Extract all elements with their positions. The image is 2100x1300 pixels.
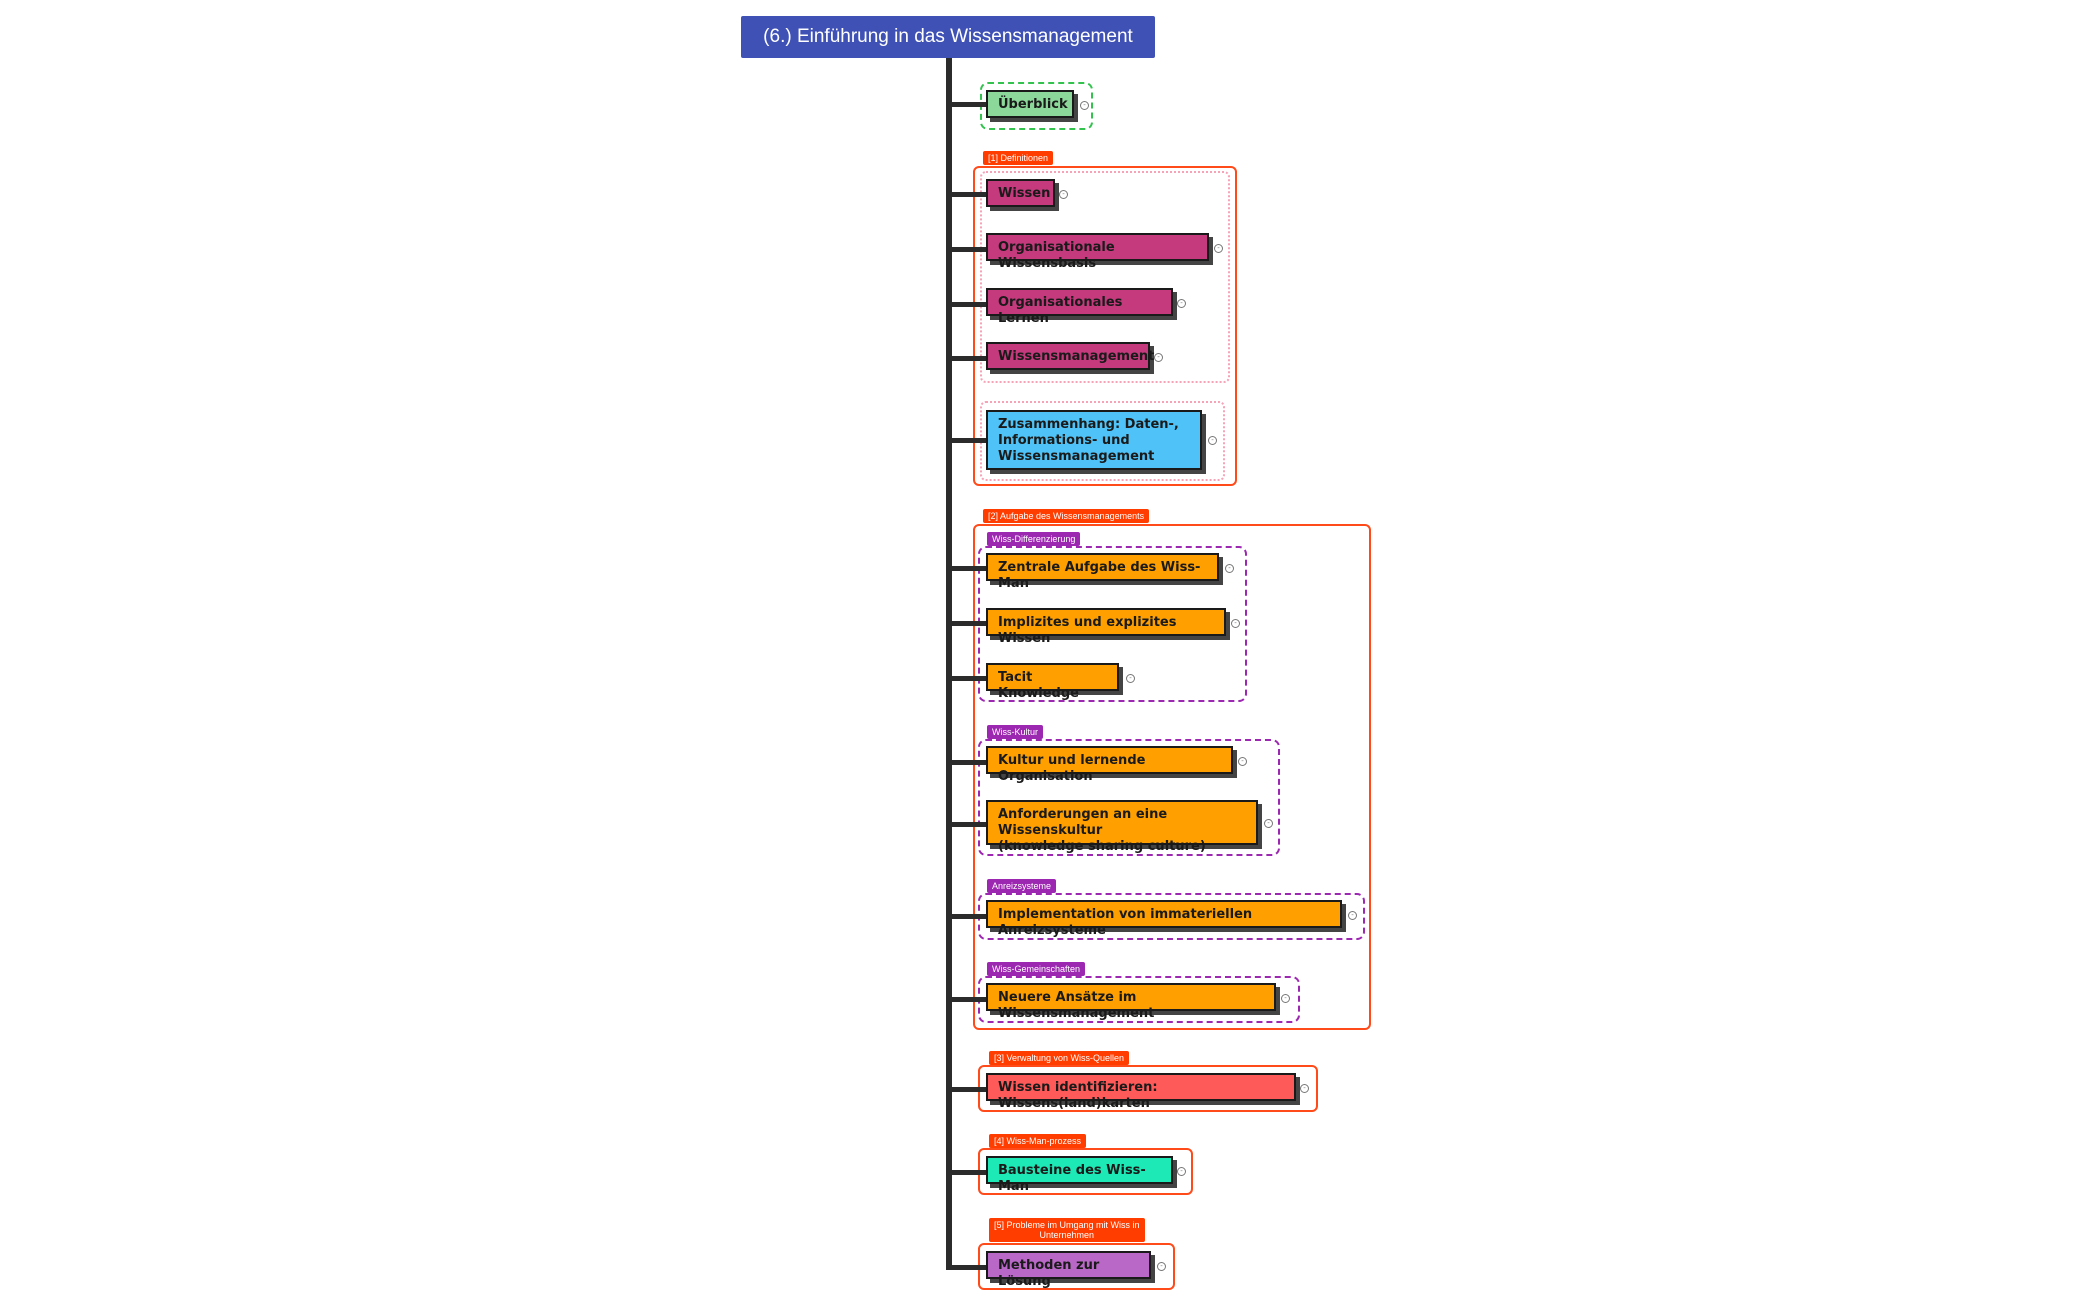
branch-connector	[950, 822, 986, 827]
group-boundary-definitionen	[973, 166, 1237, 486]
subgroup-boundary-definitions	[980, 171, 1230, 383]
collapse-icon[interactable]: -	[1214, 244, 1223, 253]
node-label: Überblick	[998, 97, 1068, 112]
group-tag-probleme: [5] Probleme im Umgang mit Wiss in Unter…	[989, 1218, 1145, 1242]
node-label: Neuere Ansätze im Wissensmanagement	[998, 990, 1155, 1021]
node-label: Zentrale Aufgabe des Wiss-Man	[998, 560, 1201, 591]
node-label: Wissen identifizieren: Wissens(land)kart…	[998, 1080, 1158, 1111]
node-implizit[interactable]: Implizites und explizites Wissen	[986, 608, 1226, 646]
node-methoden[interactable]: Methoden zur Lösung	[986, 1251, 1151, 1289]
subgroup-tag-anreiz: Anreizsysteme	[987, 879, 1057, 893]
node-label: Implementation von immateriellen Anreizs…	[998, 907, 1253, 938]
node-label-line: (knowledge sharing culture)	[998, 839, 1206, 854]
node-label: Methoden zur Lösung	[998, 1258, 1100, 1289]
group-tag-prozess: [4] Wiss-Man-prozess	[989, 1134, 1087, 1148]
collapse-icon[interactable]: -	[1080, 101, 1089, 110]
collapse-icon[interactable]: -	[1225, 564, 1234, 573]
node-label: Bausteine des Wiss-Man	[998, 1163, 1146, 1194]
branch-connector	[950, 1265, 986, 1270]
collapse-icon[interactable]: -	[1281, 994, 1290, 1003]
node-org-lernen[interactable]: Organisationales Lernen	[986, 288, 1173, 326]
collapse-icon[interactable]: -	[1157, 1262, 1166, 1271]
group-tag-aufgabe: [2] Aufgabe des Wissensmanagements	[983, 509, 1150, 523]
branch-connector	[950, 914, 986, 919]
subgroup-boundary-kultur	[978, 739, 1280, 856]
root-topic[interactable]: (6.) Einführung in das Wissensmanagement	[741, 16, 1155, 58]
subgroup-tag-gemeinschaften: Wiss-Gemeinschaften	[987, 962, 1086, 976]
collapse-icon[interactable]: -	[1238, 757, 1247, 766]
branch-connector	[950, 356, 986, 361]
node-tacit[interactable]: Tacit Knowledge	[986, 663, 1119, 701]
branch-connector	[950, 247, 986, 252]
node-zusammenhang[interactable]: Zusammenhang: Daten-, Informations- und …	[986, 410, 1202, 470]
branch-connector	[950, 438, 986, 443]
node-label: Organisationales Lernen	[998, 295, 1123, 326]
trunk-connector	[946, 58, 952, 1270]
collapse-icon[interactable]: -	[1348, 911, 1357, 920]
node-anreiz[interactable]: Implementation von immateriellen Anreizs…	[986, 900, 1342, 938]
collapse-icon[interactable]: -	[1177, 1167, 1186, 1176]
node-kultur[interactable]: Kultur und lernende Organisation	[986, 746, 1233, 784]
node-zentrale-aufgabe[interactable]: Zentrale Aufgabe des Wiss-Man	[986, 553, 1219, 591]
branch-connector	[950, 621, 986, 626]
node-wissensmanagement[interactable]: Wissensmanagement	[986, 342, 1154, 370]
group-tag-line: [5] Probleme im Umgang mit Wiss in	[994, 1220, 1140, 1230]
group-tag-line: Unternehmen	[1039, 1230, 1095, 1240]
node-ueberblick[interactable]: Überblick	[986, 90, 1074, 118]
branch-connector	[950, 997, 986, 1002]
collapse-icon[interactable]: -	[1177, 299, 1186, 308]
branch-connector	[950, 676, 986, 681]
branch-connector	[950, 192, 986, 197]
branch-connector	[950, 102, 988, 107]
branch-connector	[950, 760, 986, 765]
collapse-icon[interactable]: -	[1300, 1084, 1309, 1093]
node-label: Kultur und lernende Organisation	[998, 753, 1146, 784]
collapse-icon[interactable]: -	[1154, 353, 1163, 362]
node-label: Wissensmanagement	[998, 349, 1155, 364]
branch-connector	[950, 566, 986, 571]
node-label: Tacit Knowledge	[998, 670, 1079, 701]
branch-connector	[950, 1170, 986, 1175]
collapse-icon[interactable]: -	[1231, 619, 1240, 628]
node-label-line: Informations- und	[998, 433, 1130, 448]
group-tag-verwaltung: [3] Verwaltung von Wiss-Quellen	[989, 1051, 1130, 1065]
group-tag-definitionen: [1] Definitionen	[983, 151, 1054, 165]
node-bausteine[interactable]: Bausteine des Wiss-Man	[986, 1156, 1173, 1194]
subgroup-tag-kultur: Wiss-Kultur	[987, 725, 1044, 739]
node-label-line: Wissensmanagement	[998, 449, 1155, 464]
node-neuere[interactable]: Neuere Ansätze im Wissensmanagement	[986, 983, 1276, 1021]
node-org-wissensbasis[interactable]: Organisationale Wissensbasis	[986, 233, 1209, 271]
collapse-icon[interactable]: -	[1208, 436, 1217, 445]
node-label: Implizites und explizites Wissen	[998, 615, 1177, 646]
collapse-icon[interactable]: -	[1126, 674, 1135, 683]
subgroup-tag-differenzierung: Wiss-Differenzierung	[987, 532, 1081, 546]
node-label: Wissen	[998, 186, 1051, 201]
collapse-icon[interactable]: -	[1059, 190, 1068, 199]
branch-connector	[950, 302, 986, 307]
collapse-icon[interactable]: -	[1264, 819, 1273, 828]
branch-connector	[950, 1087, 986, 1092]
node-label: Organisationale Wissensbasis	[998, 240, 1115, 271]
node-identifizieren[interactable]: Wissen identifizieren: Wissens(land)kart…	[986, 1073, 1296, 1111]
node-label-line: Anforderungen an eine Wissenskultur	[998, 807, 1168, 838]
node-wissen[interactable]: Wissen	[986, 179, 1055, 207]
node-label-line: Zusammenhang: Daten-,	[998, 417, 1179, 432]
group-boundary-aufgabe	[973, 524, 1371, 1030]
node-anforderungen[interactable]: Anforderungen an eine Wissenskultur (kno…	[986, 800, 1258, 854]
